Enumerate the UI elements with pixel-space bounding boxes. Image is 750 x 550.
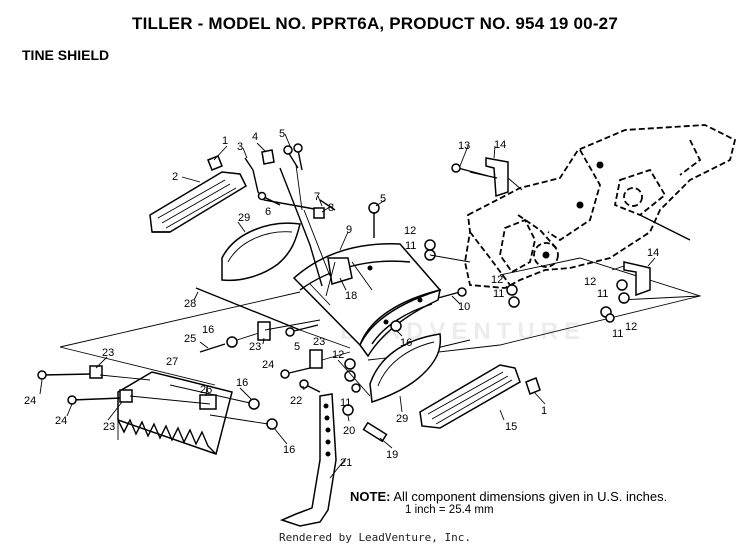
hardware-cluster-center	[337, 358, 371, 397]
note-label: NOTE:	[350, 489, 391, 504]
callout-29: 29	[396, 413, 408, 425]
side-flap-15	[419, 364, 521, 429]
callout-23: 23	[249, 341, 261, 353]
callout-16: 16	[236, 377, 248, 389]
bracket-14-upper	[469, 157, 523, 198]
callout-24: 24	[55, 415, 67, 427]
callout-4: 4	[252, 131, 258, 143]
callout-16: 16	[400, 337, 412, 349]
side-flap-2	[149, 171, 247, 233]
callout-19: 19	[386, 449, 398, 461]
callout-16: 16	[202, 324, 214, 336]
callout-27: 27	[166, 356, 178, 368]
callout-12: 12	[491, 274, 503, 286]
footer-credit: Rendered by LeadVenture, Inc.	[278, 531, 472, 544]
callout-11: 11	[597, 288, 608, 300]
side-shield-29-right	[369, 333, 442, 404]
callout-11: 11	[493, 288, 504, 300]
side-shield-29-left	[221, 222, 301, 282]
callout-12: 12	[332, 349, 344, 361]
callout-11: 11	[405, 240, 416, 252]
callout-1: 1	[222, 135, 228, 147]
callout-9: 9	[346, 224, 352, 236]
callout-26: 26	[200, 384, 212, 396]
callout-2: 2	[172, 171, 178, 183]
callout-29: 29	[238, 212, 250, 224]
callout-24: 24	[24, 395, 36, 407]
section-subtitle: TINE SHIELD	[22, 47, 110, 63]
callout-11: 11	[612, 328, 623, 340]
callout-12: 12	[584, 276, 596, 288]
callout-16: 16	[283, 444, 295, 456]
callout-20: 20	[343, 425, 355, 437]
rear-flap-27	[117, 371, 233, 455]
callout-10: 10	[458, 301, 470, 313]
callout-24: 24	[262, 359, 274, 371]
unit-conversion: 1 inch = 25.4 mm	[405, 504, 494, 516]
tiller-frame-outline	[464, 124, 737, 289]
callout-5: 5	[294, 341, 300, 353]
bolts-middle	[199, 319, 351, 379]
callout-leaders	[39, 133, 656, 479]
top-fasteners	[207, 143, 541, 395]
callout-23: 23	[313, 336, 325, 348]
hardware-cluster-upper	[424, 239, 471, 263]
callout-28: 28	[184, 298, 196, 310]
callout-12: 12	[404, 225, 416, 237]
callout-25: 25	[184, 333, 196, 345]
callout-11: 11	[340, 397, 351, 409]
callout-18: 18	[345, 290, 357, 302]
callout-14: 14	[494, 139, 506, 151]
callout-5: 5	[380, 193, 386, 205]
bolts-left	[37, 365, 278, 430]
callout-23: 23	[103, 421, 115, 433]
bracket-14-lower	[611, 261, 651, 297]
callout-22: 22	[290, 395, 302, 407]
hinge-rod-28	[195, 287, 351, 349]
callout-14: 14	[647, 247, 659, 259]
callout-13: 13	[458, 140, 470, 152]
callout-7: 7	[314, 191, 320, 203]
callout-labels: 1 1 2 3 4 5 5 5 6 7 8 9 10 11 11 11 11 1…	[24, 128, 659, 469]
callout-5: 5	[279, 128, 285, 140]
dimension-note: NOTE: All component dimensions given in …	[350, 489, 667, 504]
page-title: TILLER - MODEL NO. PPRT6A, PRODUCT NO. 9…	[132, 14, 618, 33]
note-text: All component dimensions given in U.S. i…	[393, 489, 668, 504]
callout-23: 23	[102, 347, 114, 359]
callout-15: 15	[505, 421, 517, 433]
callout-12: 12	[625, 321, 637, 333]
callout-3: 3	[237, 141, 243, 153]
callout-6: 6	[265, 206, 271, 218]
depth-lever-21	[279, 379, 388, 527]
callout-8: 8	[328, 202, 334, 214]
callout-1: 1	[541, 405, 547, 417]
linkage-rods	[244, 157, 353, 297]
hardware-cluster-right	[506, 279, 630, 323]
callout-21: 21	[340, 457, 352, 469]
